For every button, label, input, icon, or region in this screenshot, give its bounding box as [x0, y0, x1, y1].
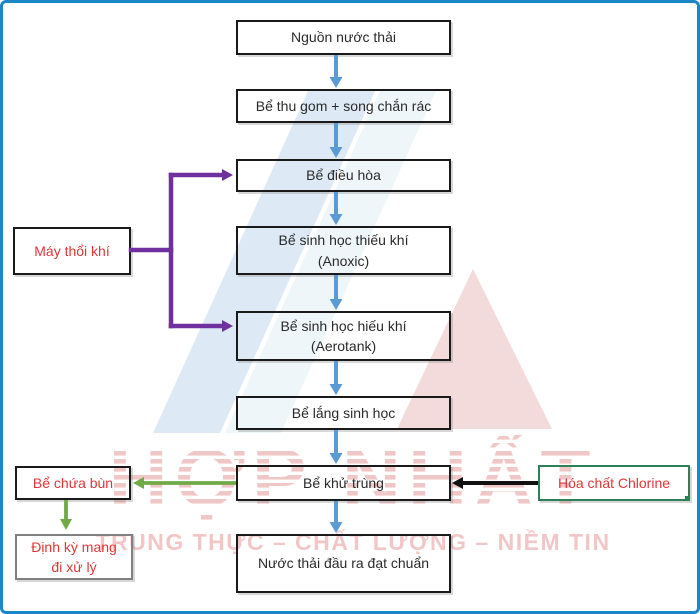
- side-box-chlorine: Hóa chất Chlorine: [538, 465, 690, 501]
- side-box-sludge-disposal-line2: đi xử lý: [51, 559, 97, 575]
- flow-box-aerotank-label-line2: (Aerotank): [310, 338, 377, 354]
- watermark-logo-blue-band-2: [225, 91, 436, 433]
- watermark-layer: HỢP NHẤT TRUNG THỰC – CHẤT LƯỢNG – NIỀM …: [95, 91, 610, 555]
- side-box-air-blower: Máy thổi khí: [13, 227, 131, 275]
- side-box-sludge-disposal: Định kỳ mang đi xử lý: [15, 534, 133, 580]
- flow-box-anoxic-label-line1: Bể sinh học thiếu khí: [278, 232, 409, 249]
- flow-box-output-label: Nước thải đầu ra đạt chuẩn: [257, 555, 430, 572]
- flow-box-collection-label: Bể thu gom + song chắn rác: [255, 97, 432, 114]
- flow-box-anoxic: Bể sinh học thiếu khí (Anoxic): [236, 226, 451, 275]
- flow-box-disinfection-label: Bể khử trùng: [303, 474, 384, 491]
- flow-box-source: Nguồn nước thải: [236, 20, 451, 55]
- flow-box-source-label: Nguồn nước thải: [291, 29, 396, 46]
- flow-box-bio-settling: Bể lắng sinh học: [236, 396, 451, 430]
- watermark-logo-blue-band: [153, 91, 375, 433]
- selection-handle: [685, 496, 690, 501]
- side-box-air-blower-label: Máy thổi khí: [34, 242, 110, 259]
- watermark-brand: HỢP NHẤT: [109, 433, 598, 524]
- flow-box-anoxic-label-line2: (Anoxic): [317, 252, 370, 269]
- flow-box-equalization: Bể điều hòa: [236, 159, 451, 192]
- side-box-sludge-tank-label: Bể chứa bùn: [32, 474, 114, 491]
- flow-box-aerotank-label-line1: Bể sinh học hiếu khí: [280, 317, 407, 334]
- watermark-slogan: TRUNG THỰC – CHẤT LƯỢNG – NIỀM TIN: [95, 528, 610, 555]
- flow-box-bio-settling-label: Bể lắng sinh học: [291, 404, 396, 421]
- flow-box-output: Nước thải đầu ra đạt chuẩn: [236, 534, 451, 593]
- side-box-chlorine-label: Hóa chất Chlorine: [557, 474, 671, 491]
- flow-box-disinfection: Bể khử trùng: [236, 465, 451, 501]
- flow-box-aerotank: Bể sinh học hiếu khí (Aerotank): [236, 311, 451, 361]
- watermark-logo-red-triangle: [397, 269, 552, 429]
- flow-box-equalization-label: Bể điều hòa: [306, 167, 381, 184]
- side-box-sludge-disposal-line1: Định kỳ mang: [31, 538, 117, 555]
- side-box-sludge-tank: Bể chứa bùn: [15, 466, 131, 500]
- flow-box-collection: Bể thu gom + song chắn rác: [236, 89, 451, 123]
